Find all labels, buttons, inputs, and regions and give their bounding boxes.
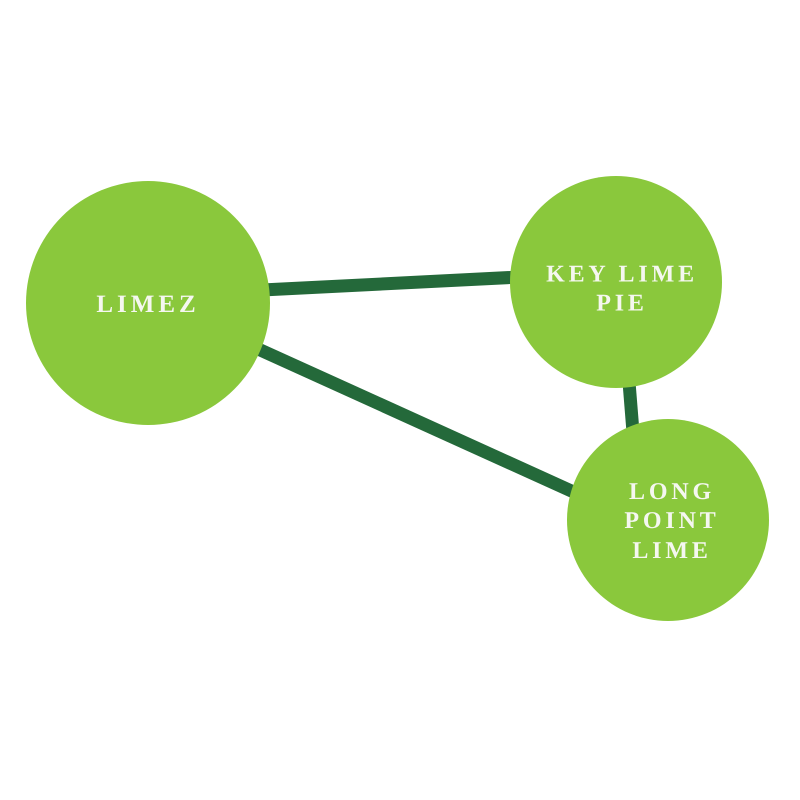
edge-layer	[253, 270, 640, 500]
graph-edge-limez--key-lime-pie[interactable]	[261, 270, 521, 297]
graph-node-key-lime-pie[interactable]	[510, 176, 722, 388]
graph-edge-limez--long-point-lime[interactable]	[253, 342, 581, 500]
graph-node-long-point-lime[interactable]	[567, 419, 769, 621]
graph-node-limez[interactable]	[26, 181, 270, 425]
graph-edge-key-lime-pie--long-point-lime[interactable]	[622, 381, 640, 433]
node-layer	[26, 176, 769, 621]
